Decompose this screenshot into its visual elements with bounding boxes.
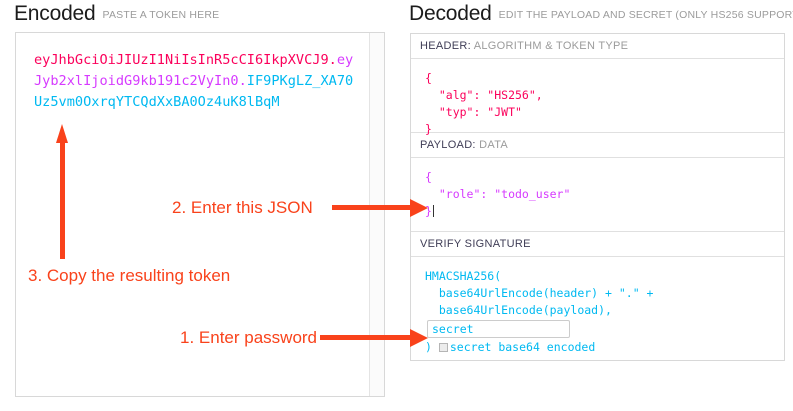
- token-payload-segment: eyJyb2xlIjoidG9kb191c2VyIn0: [34, 52, 354, 89]
- payload-label-bold: PAYLOAD:: [420, 139, 476, 151]
- encoded-column-heading: Encoded PASTE A TOKEN HERE: [14, 2, 219, 26]
- signature-body: HMACSHA256( base64UrlEncode(header) + ".…: [411, 257, 784, 360]
- annotation-1-arrow: [320, 328, 430, 347]
- header-section-label: HEADER: ALGORITHM & TOKEN TYPE: [411, 34, 784, 59]
- token-separator-2: .: [238, 73, 247, 89]
- closing-paren: ): [425, 340, 432, 354]
- hmac-line-3: base64UrlEncode(payload),: [425, 303, 612, 317]
- arrow-head: [410, 328, 428, 347]
- hmac-line-2: base64UrlEncode(header) + "." +: [425, 286, 654, 300]
- hmac-line-1: HMACSHA256(: [425, 269, 502, 283]
- annotation-2-arrow: [332, 198, 430, 217]
- decoded-column-heading: Decoded EDIT THE PAYLOAD AND SECRET (ONLY…: [409, 2, 793, 26]
- secret-base64-row[interactable]: ) secret base64 encoded: [425, 340, 784, 354]
- base64-encoded-checkbox[interactable]: [438, 343, 448, 352]
- encoded-subtitle: PASTE A TOKEN HERE: [102, 9, 220, 21]
- arrow-head: [56, 124, 68, 143]
- arrow-head: [410, 198, 428, 217]
- arrow-shaft: [60, 140, 65, 259]
- encoded-title: Encoded: [14, 2, 96, 25]
- signature-label-bold: VERIFY SIGNATURE: [420, 238, 531, 250]
- header-label-bold: HEADER:: [420, 40, 471, 52]
- annotation-3-arrow: [56, 124, 69, 259]
- arrow-shaft: [320, 335, 414, 340]
- token-separator-1: .: [328, 52, 337, 68]
- payload-json-text: { "role": "todo_user" }: [425, 170, 571, 218]
- jwt-token-text[interactable]: eyJhbGciOiJIUzI1NiIsInR5cCI6IkpXVCJ9.eyJ…: [34, 50, 359, 113]
- payload-json-editor[interactable]: { "role": "todo_user" }: [411, 158, 784, 232]
- token-header-segment: eyJhbGciOiJIUzI1NiIsInR5cCI6IkpXVCJ9: [34, 52, 329, 68]
- annotation-3-label: 3. Copy the resulting token: [28, 266, 231, 285]
- text-caret: [432, 205, 434, 217]
- header-label-muted: ALGORITHM & TOKEN TYPE: [473, 40, 629, 52]
- payload-label-muted: DATA: [479, 139, 509, 151]
- decoded-title: Decoded: [409, 2, 492, 25]
- secret-input[interactable]: [427, 320, 570, 338]
- annotation-2-label: 2. Enter this JSON: [172, 198, 313, 217]
- signature-section-label: VERIFY SIGNATURE: [411, 232, 784, 257]
- decoded-subtitle: EDIT THE PAYLOAD AND SECRET (ONLY HS256 …: [498, 9, 793, 21]
- token-signature-segment: IF9PKgLZ_XA70Uz5vm0OxrqYTCQdXxBA0Oz4uK8l…: [34, 73, 354, 110]
- encoded-panel-scrollbar[interactable]: [369, 33, 384, 396]
- decoded-panel: HEADER: ALGORITHM & TOKEN TYPE { "alg": …: [410, 33, 785, 361]
- arrow-shaft: [332, 205, 414, 210]
- encoded-token-panel[interactable]: eyJhbGciOiJIUzI1NiIsInR5cCI6IkpXVCJ9.eyJ…: [15, 32, 385, 397]
- payload-section-label: PAYLOAD: DATA: [411, 133, 784, 158]
- header-json-body[interactable]: { "alg": "HS256", "typ": "JWT" }: [411, 59, 784, 136]
- base64-encoded-label: secret base64 encoded: [449, 340, 596, 354]
- annotation-1-label: 1. Enter password: [180, 328, 318, 347]
